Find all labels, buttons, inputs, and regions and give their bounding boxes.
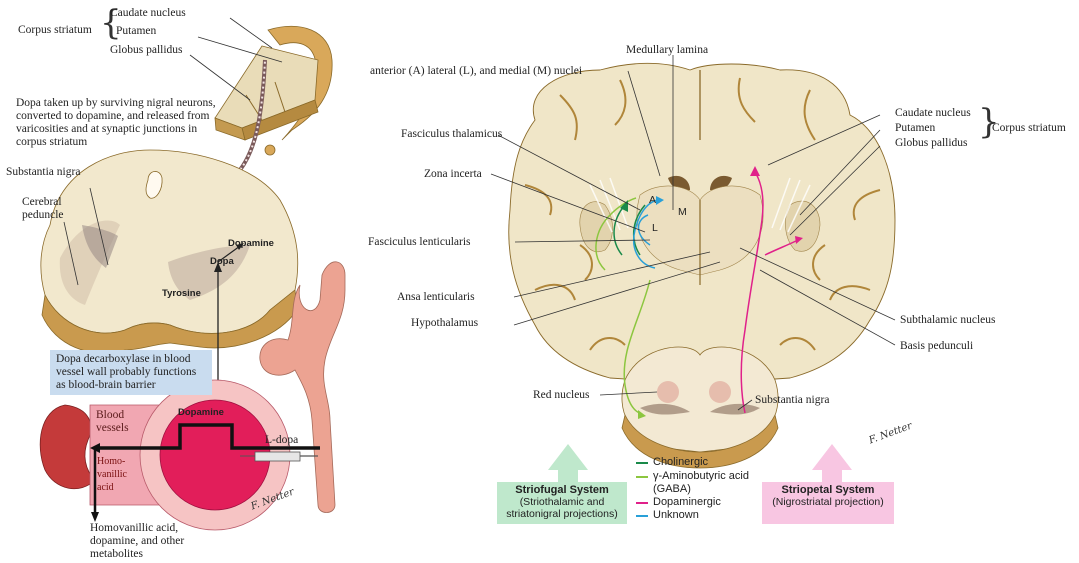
- corpus-striatum-label-left: Corpus striatum: [18, 24, 92, 36]
- dopamine-label-vessel: Dopamine: [178, 407, 224, 418]
- legend-label: Unknown: [653, 509, 699, 521]
- basis-pedunculi-label: Basis pedunculi: [900, 340, 974, 352]
- dopamine-pathway: [90, 423, 320, 522]
- striofugal-system-box: Striofugal System (Striothalamic and str…: [497, 482, 627, 524]
- homovanillic-label: Homo-vanillic acid: [97, 456, 127, 493]
- legend-label: Dopaminergic: [653, 495, 721, 508]
- decarboxylase-note: Dopa decarboxylase in blood vessel wall …: [50, 350, 212, 395]
- hypothalamus-label: Hypothalamus: [411, 317, 479, 329]
- globus-label-right: Globus pallidus: [895, 137, 968, 149]
- stomach-intestine: [259, 261, 346, 513]
- putamen-label-left: Putamen: [116, 25, 157, 37]
- striopetal-pathway: [740, 166, 803, 414]
- leader-lines: [63, 17, 896, 411]
- legend-swatch: [636, 515, 648, 517]
- legend-item-dopaminergic: Dopaminergic: [636, 496, 761, 510]
- legend-swatch: [636, 501, 648, 504]
- syringe: [240, 451, 318, 462]
- zona-incerta-label: Zona incerta: [424, 168, 482, 180]
- fasciculus-lenticularis-label: Fasciculus lenticularis: [368, 236, 471, 248]
- blood-vessel-section: [89, 379, 291, 531]
- dopa-uptake-note: Dopa taken up by surviving nigral neuron…: [16, 97, 216, 148]
- legend-swatch: [636, 462, 648, 464]
- striopetal-title: Striopetal System: [781, 484, 875, 496]
- legend-item-unknown: Unknown: [636, 509, 761, 523]
- striofugal-pathways: [595, 196, 664, 419]
- legend-item-gaba: γ-Aminobutyric acid (GABA): [636, 470, 761, 496]
- medullary-lamina-label: Medullary lamina: [626, 44, 709, 56]
- nucleus-letter-a: A: [649, 194, 657, 206]
- legend-label: γ-Aminobutyric acid (GABA): [653, 469, 749, 495]
- dopa-label: Dopa: [210, 256, 234, 267]
- substantia-nigra-label-left: Substantia nigra: [6, 166, 81, 178]
- left-lentiform-block: [214, 45, 319, 141]
- caudate-label-left: Caudate nucleus: [110, 7, 186, 19]
- blood-vessels-label: Blood vessels: [96, 409, 129, 434]
- bracket-left: {: [100, 3, 122, 43]
- legend-label: Cholinergic: [653, 456, 709, 468]
- red-nucleus-label: Red nucleus: [533, 389, 590, 401]
- striopetal-subtitle: (Nigrostriatal projection): [772, 496, 884, 508]
- cerebral-peduncle-label: Cerebral peduncle: [22, 196, 64, 221]
- globus-label-left: Globus pallidus: [110, 44, 183, 56]
- corpus-striatum-label-right: Corpus striatum: [992, 122, 1066, 134]
- ldopa-label: L-dopa: [265, 434, 299, 446]
- nucleus-letter-m: M: [678, 206, 687, 218]
- ansa-lenticularis-label: Ansa lenticularis: [397, 291, 475, 303]
- putamen-label-right: Putamen: [895, 122, 936, 134]
- legend-item-cholinergic: Cholinergic: [636, 456, 761, 470]
- brainstem-section: [621, 346, 779, 469]
- left-caudate-nucleus: [264, 25, 333, 156]
- striofugal-title: Striofugal System: [515, 484, 609, 496]
- dopamine-label-midbrain: Dopamine: [228, 238, 274, 249]
- substantia-nigra-label-right: Substantia nigra: [755, 394, 830, 406]
- metabolites-label: Homovanillic acid, dopamine, and other m…: [90, 522, 185, 560]
- coronal-brain-section: [508, 62, 896, 381]
- fasciculus-thalamicus-label: Fasciculus thalamicus: [401, 128, 503, 140]
- striofugal-arrow: [548, 444, 588, 482]
- striofugal-subtitle: (Striothalamic and striatonigral project…: [506, 496, 618, 520]
- striopetal-arrow: [812, 444, 852, 482]
- pathway-legend: Cholinergic γ-Aminobutyric acid (GABA) D…: [636, 456, 761, 523]
- tyrosine-label: Tyrosine: [162, 288, 201, 299]
- nucleus-letter-l: L: [652, 222, 658, 234]
- thalamic-nuclei-label: anterior (A) lateral (L), and medial (M)…: [370, 65, 583, 77]
- striopetal-system-box: Striopetal System (Nigrostriatal project…: [762, 482, 894, 524]
- left-midbrain-section: [40, 149, 299, 354]
- kidney: [39, 404, 96, 489]
- caudate-label-right: Caudate nucleus: [895, 107, 971, 119]
- legend-swatch: [636, 475, 648, 478]
- subthalamic-label: Subthalamic nucleus: [900, 314, 996, 326]
